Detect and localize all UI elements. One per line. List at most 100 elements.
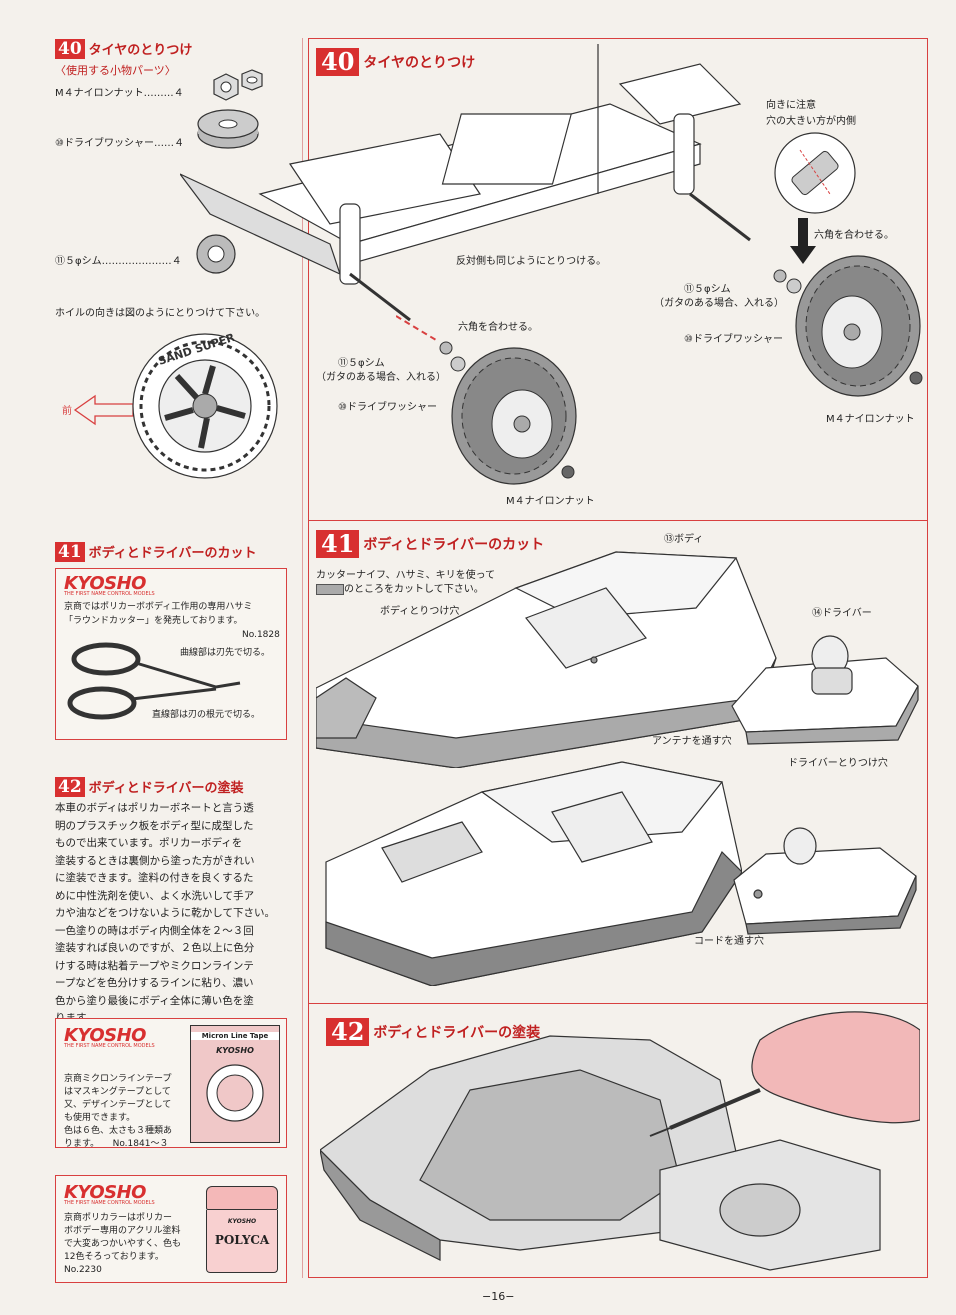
kyosho-logo: KYOSHO THE FIRST NAME CONTROL MODELS: [64, 1182, 155, 1206]
nut-left-label: M４ナイロンナット: [506, 496, 595, 507]
instruction-line: けする時は粘着テープやミクロンラインテ: [55, 959, 254, 972]
right-wheel-illustration: [773, 255, 923, 397]
tire-icon: [132, 333, 278, 479]
instruction-line: 塗装すれば良いのですが、２色以上に色分: [55, 942, 255, 954]
section-title: ボディとドライバーの塗装: [88, 781, 244, 796]
washer-right-label: ⑩ドライブワッシャー: [684, 334, 783, 345]
shim-icon: [196, 234, 236, 274]
body-shell-icon: [316, 551, 777, 768]
opposite-side-note: 反対側も同じようにとりつける。: [456, 256, 607, 267]
section-title: ボディとドライバーの塗装: [373, 1025, 541, 1041]
body-label: ⑬ボディ: [664, 534, 704, 545]
wheel-direction-note: ホイルの向きは図のようにとりつけて下さい。: [55, 308, 266, 319]
section-title: タイヤのとりつけ: [363, 55, 476, 71]
part-nut: M４ナイロンナット………４: [55, 88, 184, 99]
paint-jar-brand: KYOSHO: [227, 1218, 257, 1225]
body-mount-hole-label: ボディとりつけ穴: [380, 606, 460, 617]
ad-text: 京商ポリカラーはポリカー ボボデー専用のアクリル塗料 で大変あつかいやすく、色も…: [64, 1213, 182, 1275]
hex-align-right: 六角を合わせる。: [814, 230, 894, 241]
cut-driver-illustration: [733, 827, 917, 935]
micron-line-tape-ad: KYOSHO THE FIRST NAME CONTROL MODELS 京商ミ…: [55, 1018, 287, 1149]
down-arrow-icon: [790, 218, 816, 264]
kyosho-logo: KYOSHO THE FIRST NAME CONTROL MODELS: [64, 1025, 155, 1049]
section-title: ボディとドライバーのカット: [363, 537, 545, 553]
ad-text: 京商ミクロンラインテープ はマスキングテープとして 又、デザインテープとして も…: [64, 1074, 173, 1149]
section-title: タイヤのとりつけ: [88, 43, 193, 58]
cut-area-swatch: [316, 583, 344, 595]
divider-41-42: [308, 1003, 928, 1004]
left-wheel-illustration: [396, 315, 577, 485]
ad-text-2: 「ラウンドカッター」を発売しております。: [64, 616, 243, 626]
tape-product-label: Micron Line Tape: [191, 1032, 279, 1040]
divider-40-41: [308, 520, 928, 521]
section-number: 42: [55, 776, 85, 797]
polyca-color-ad: KYOSHO THE FIRST NAME CONTROL MODELS 京商ポ…: [55, 1175, 287, 1283]
washer-left-label: ⑩ドライブワッシャー: [338, 402, 437, 413]
driver-label: ⑭ドライバー: [812, 608, 872, 619]
washer-icon: [197, 109, 259, 149]
instruction-line: もので出来ています。ポリカーボディを: [55, 837, 243, 849]
parts-subtitle: 〈使用する小物パーツ〉: [55, 64, 176, 77]
section-number: 40: [55, 38, 85, 59]
part-washer: ⑩ドライブワッシャー……４: [55, 138, 184, 149]
driver-mount-hole-label: ドライバーとりつけ穴: [788, 758, 888, 769]
section-title: ボディとドライバーのカット: [88, 546, 257, 561]
ad-text-1: 京商ではポリカーボボディ工作用の専用ハサミ: [64, 602, 253, 612]
instruction-line: 塗装するときは裏側から塗った方がきれい: [55, 854, 255, 867]
instruction-line: 本車のボディはポリカーボネートと言う透: [55, 802, 254, 814]
front-arrow-icon: [73, 394, 134, 426]
nut-right-label: M４ナイロンナット: [826, 414, 915, 425]
small-parts-illustration: [196, 69, 263, 274]
instruction-line: めに中性洗剤を使い、よく水洗いして手ア: [55, 889, 255, 902]
page-number: −16−: [482, 1290, 515, 1303]
cut-body-icon: [325, 761, 742, 986]
caution-label-1: 向きに注意: [766, 100, 816, 111]
hand-with-brush-icon: [649, 1011, 920, 1137]
round-cutter-ad: KYOSHO THE FIRST NAME CONTROL MODELS 京商で…: [55, 568, 287, 740]
section-number: 42: [326, 1018, 370, 1046]
section-number: 41: [55, 541, 85, 562]
cut-instruction-2: のところをカットして下さい。: [316, 580, 484, 595]
column-divider: [302, 38, 303, 1278]
body-interior-icon: [320, 1035, 741, 1261]
antenna-hole-label: アンテナを通す穴: [652, 736, 732, 747]
paint-jar-image: KYOSHO POLYCA: [206, 1186, 278, 1276]
scissors-icon: [67, 642, 241, 720]
cord-hole-label: コードを通す穴: [694, 936, 764, 947]
chassis-icon: [180, 44, 751, 322]
cut-instruction-1: カッターナイフ、ハサミ、キリを使って: [316, 570, 496, 581]
body-cut-illustration: [316, 551, 777, 768]
instruction-line: 明のプラスチック板をボディ型に成型した: [55, 819, 254, 832]
shim-right-note: （ガタのある場合、入れる）: [654, 298, 784, 309]
cut-body-illustration: [325, 761, 742, 986]
tape-roll-icon: [206, 1064, 264, 1122]
driver-cut-illustration: [731, 635, 919, 745]
label-curve: 曲線部は刃先で切る。: [180, 648, 271, 658]
shim-left-note: （ガタのある場合、入れる）: [316, 372, 446, 383]
part-shim: ⑪５φシム…………………４: [55, 256, 182, 267]
wheel-direction-illustration: SAND SUPER: [73, 331, 278, 479]
wheel-icon: [773, 255, 923, 397]
painting-illustration: [320, 1011, 920, 1271]
shim-left-label: ⑪５φシム: [338, 358, 385, 369]
kyosho-logo: KYOSHO THE FIRST NAME CONTROL MODELS: [64, 573, 155, 597]
label-straight: 直線部は刃の根元で切る。: [152, 710, 261, 720]
section-number: 40: [316, 48, 360, 76]
hex-align-left: 六角を合わせる。: [458, 322, 538, 333]
painting-instructions: 本車のボディはポリカーボネートと言う透 明のプラスチック板をボディ型に成型した …: [55, 800, 295, 1028]
wheel-icon: [396, 315, 577, 485]
cut-driver-icon: [733, 827, 917, 935]
right-panel-frame: [308, 38, 928, 1278]
driver-icon: [731, 635, 919, 745]
instruction-line: カや油などをつけないように乾かして下さい。: [55, 907, 275, 919]
scissors-illustration: [67, 642, 241, 720]
chassis-illustration: [180, 44, 751, 322]
driver-interior-icon: [659, 1139, 881, 1271]
instruction-line: 一色塗りの時はボディ内側全体を２～３回: [55, 924, 254, 937]
